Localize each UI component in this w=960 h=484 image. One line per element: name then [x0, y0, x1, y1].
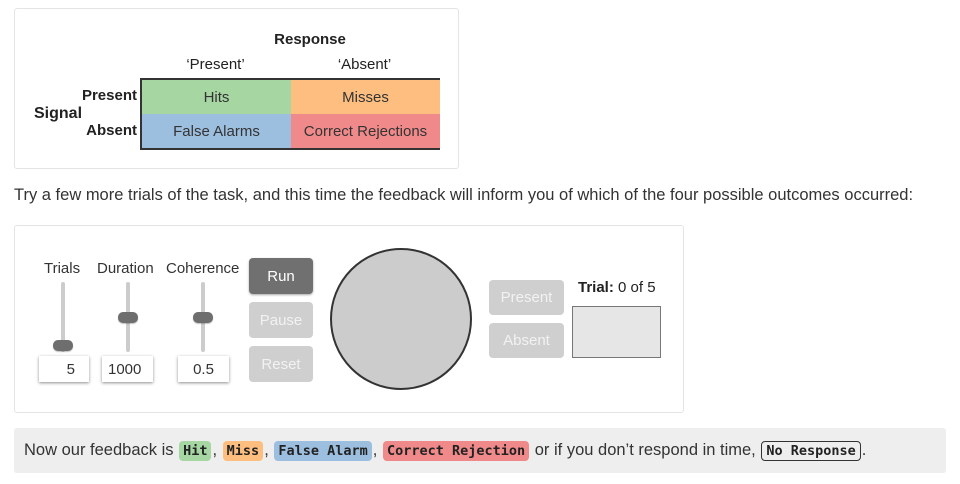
feedback-legend: Now our feedback is Hit, Miss, False Ala… [14, 428, 946, 473]
legend-mid: or if you don’t respond in time, [534, 441, 756, 459]
tag-correct-rejection: Correct Rejection [382, 440, 530, 461]
trial-counter: Trial: 0 of 5 [578, 279, 656, 296]
stimulus-aperture [330, 248, 472, 390]
separator: , [212, 441, 218, 459]
reset-button[interactable]: Reset [249, 346, 313, 382]
instruction-text: Try a few more trials of the task, and t… [14, 186, 914, 204]
trial-counter-label: Trial: [578, 279, 614, 296]
run-button[interactable]: Run [249, 258, 313, 294]
tag-false-alarm: False Alarm [274, 440, 372, 461]
feedback-box [572, 306, 661, 358]
present-button[interactable]: Present [489, 280, 564, 315]
legend-suffix: . [861, 441, 867, 459]
tag-hit: Hit [179, 440, 212, 461]
coherence-slider-thumb[interactable] [193, 312, 213, 323]
tag-no-response: No Response [761, 440, 861, 461]
legend-prefix: Now our feedback is [24, 441, 174, 459]
trials-label: Trials [44, 260, 81, 277]
column-header-absent: ‘Absent’ [337, 56, 392, 73]
response-title: Response [274, 31, 346, 48]
row-header-present: Present [81, 87, 137, 104]
trials-slider-thumb[interactable] [53, 340, 73, 351]
absent-button[interactable]: Absent [489, 323, 564, 358]
row-header-absent: Absent [86, 122, 137, 139]
separator: , [264, 441, 269, 459]
duration-slider-thumb[interactable] [118, 312, 138, 323]
trials-input[interactable]: 5 [39, 356, 89, 382]
outcome-matrix: Hits Misses False Alarms Correct Rejecti… [140, 78, 440, 150]
coherence-input[interactable]: 0.5 [178, 356, 229, 382]
cell-false-alarms: False Alarms [142, 114, 291, 148]
duration-input[interactable]: 1000 [102, 356, 153, 382]
tag-miss: Miss [222, 440, 264, 461]
duration-label: Duration [97, 260, 154, 277]
coherence-label: Coherence [166, 260, 240, 277]
column-header-present: ‘Present’ [186, 56, 245, 73]
outcome-matrix-card: Response ‘Present’ ‘Absent’ Present Sign… [14, 8, 459, 169]
pause-button[interactable]: Pause [249, 302, 313, 338]
task-panel: Trials 5 Duration 1000 Coherence 0.5 Run… [14, 225, 684, 413]
trial-counter-value: 0 of 5 [618, 279, 656, 296]
separator: , [372, 441, 378, 459]
cell-misses: Misses [291, 80, 440, 114]
signal-title: Signal [34, 105, 83, 122]
trials-slider[interactable] [61, 282, 65, 352]
cell-hits: Hits [142, 80, 291, 114]
cell-correct-rejections: Correct Rejections [291, 114, 440, 148]
